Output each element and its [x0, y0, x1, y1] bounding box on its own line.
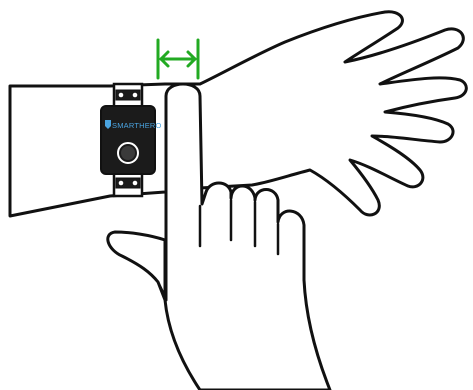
round-button-icon	[118, 143, 138, 163]
strap-rivet	[119, 181, 124, 186]
device-brand-label: SMARTHERO	[112, 121, 162, 130]
strap-rivet	[133, 93, 138, 98]
double-arrow-icon	[158, 40, 198, 78]
strap-rivet	[133, 181, 138, 186]
strap-rivet	[119, 93, 124, 98]
